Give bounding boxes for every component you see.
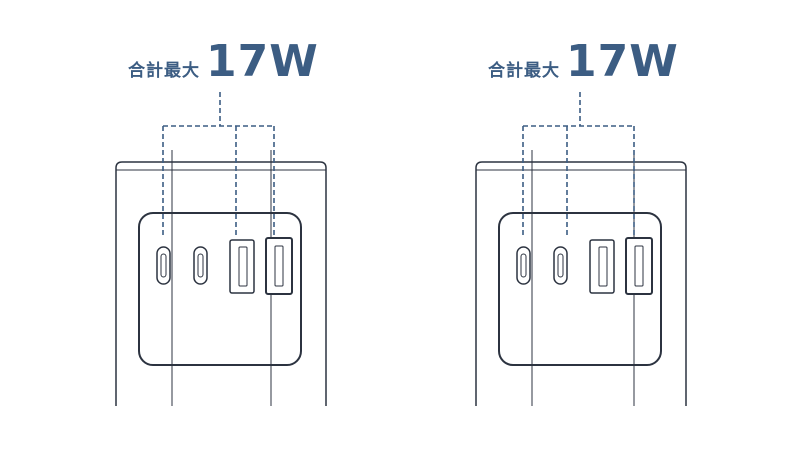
total-power-value: 17W (566, 36, 679, 87)
usb-c-port (553, 246, 568, 285)
port-panel (498, 212, 662, 366)
total-power-prefix: 合計最大 (488, 61, 560, 81)
usb-c-port (156, 246, 171, 285)
charger-illustration (115, 92, 327, 406)
total-power-label: 合計最大 17W (488, 36, 679, 87)
usb-c-port (193, 246, 208, 285)
usb-a-port (229, 239, 255, 294)
port-panel (138, 212, 302, 366)
charger-diagram-right: 合計最大 17W (360, 0, 760, 450)
total-power-prefix: 合計最大 (128, 61, 200, 81)
charger-diagram-left: 合計最大 17W (115, 36, 327, 406)
charger-illustration (475, 92, 687, 406)
usb-a-port (265, 237, 293, 295)
dashed-bracket (162, 92, 275, 236)
total-power-label: 合計最大 17W (128, 36, 319, 87)
usb-a-port (625, 237, 653, 295)
dashed-bracket (522, 92, 635, 236)
total-power-value: 17W (206, 36, 319, 87)
usb-a-port (589, 239, 615, 294)
usb-c-port (516, 246, 531, 285)
